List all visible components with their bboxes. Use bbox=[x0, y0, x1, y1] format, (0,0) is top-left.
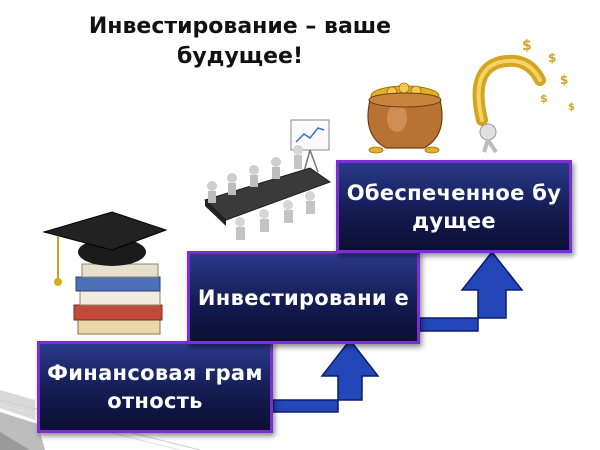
money-magnet-icon: $ $ $ $ $ bbox=[472, 38, 575, 154]
step-box-investing: Инвестировани е bbox=[187, 251, 420, 344]
step-box-financial-literacy: Финансовая грамотность bbox=[37, 341, 273, 433]
step-label: Инвестировани е bbox=[197, 285, 410, 310]
slide-title: Инвестирование – ваше будущее! bbox=[88, 14, 392, 69]
step-arrow-1 bbox=[272, 338, 380, 413]
svg-text:$: $ bbox=[540, 92, 548, 105]
step-box-secure-future: Обеспеченное будущее bbox=[336, 160, 572, 253]
svg-text:$: $ bbox=[548, 51, 556, 65]
svg-text:$: $ bbox=[522, 38, 532, 54]
svg-text:$: $ bbox=[568, 102, 575, 113]
graduation-cap-books-icon bbox=[42, 211, 168, 335]
step-arrow-2 bbox=[419, 250, 524, 332]
pot-of-gold-icon bbox=[367, 82, 443, 154]
business-meeting-icon bbox=[204, 119, 332, 240]
step-label: Финансовая грамотность bbox=[47, 361, 263, 413]
svg-text:$: $ bbox=[560, 73, 568, 87]
step-label: Обеспеченное будущее bbox=[346, 180, 562, 233]
